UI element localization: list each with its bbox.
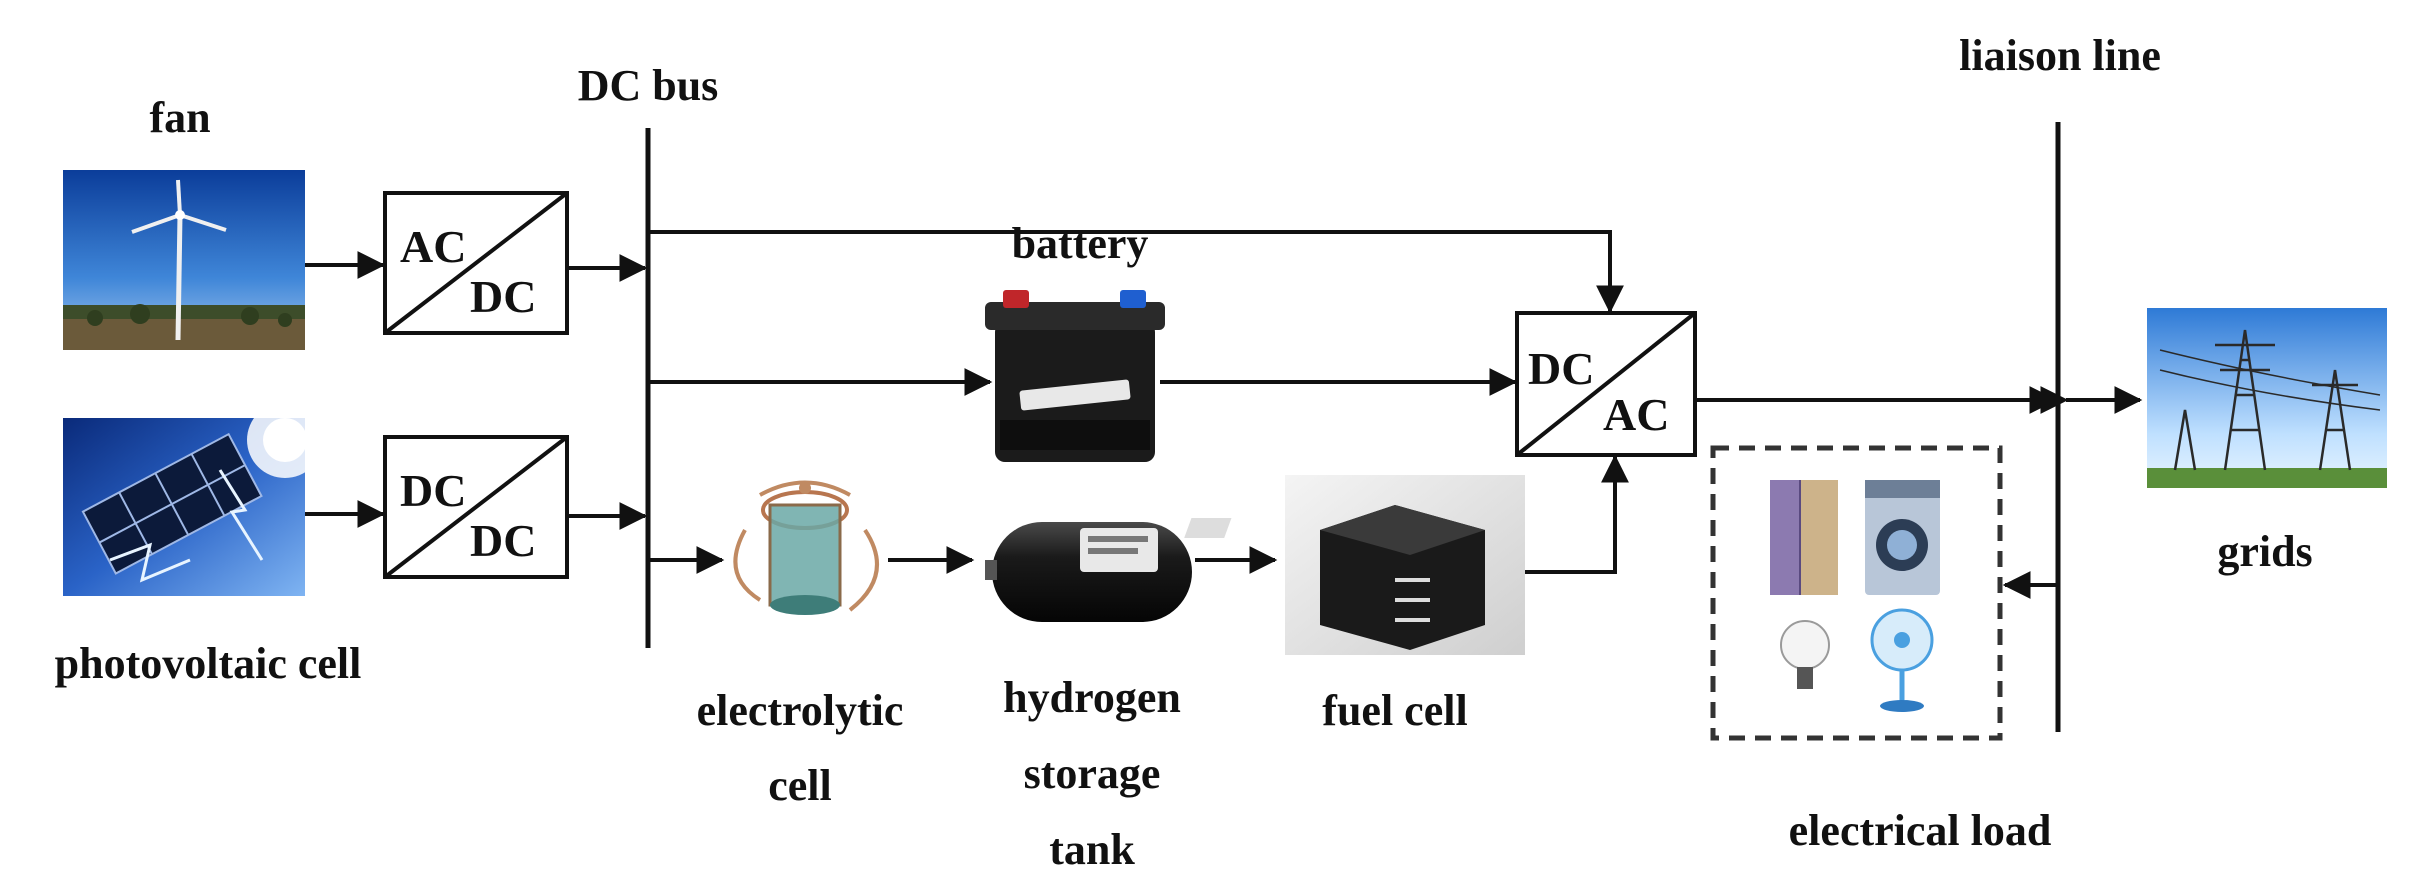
wind-turbine-icon bbox=[63, 170, 305, 350]
fuel-cell-icon bbox=[1184, 475, 1525, 655]
connection-wires bbox=[305, 230, 2143, 599]
electrolytic-cell-label-line1: electrolytic bbox=[697, 686, 904, 735]
light-bulb-icon bbox=[1780, 620, 1830, 689]
dc-bus-label: DC bus bbox=[578, 61, 719, 110]
washing-machine-icon bbox=[1865, 480, 1940, 595]
solar-panel-icon bbox=[63, 402, 323, 596]
ac-dc-converter-bottom: DC bbox=[470, 271, 536, 322]
electric-fan-icon bbox=[1870, 608, 1934, 712]
ac-dc-converter-top: AC bbox=[400, 221, 466, 272]
photovoltaic-cell-label: photovoltaic cell bbox=[55, 639, 362, 688]
electrolytic-cell-label-line2: cell bbox=[768, 761, 832, 810]
grids-label: grids bbox=[2217, 527, 2312, 576]
dc-ac-converter-bottom: AC bbox=[1603, 389, 1669, 440]
dc-dc-converter-bottom: DC bbox=[470, 515, 536, 566]
refrigerator-icon bbox=[1770, 480, 1838, 595]
fan-label: fan bbox=[149, 93, 210, 142]
hydrogen-tank-label-line2: storage bbox=[1024, 749, 1161, 798]
fuel-cell-label: fuel cell bbox=[1322, 686, 1467, 735]
battery-label: battery bbox=[1012, 219, 1149, 268]
liaison-line-label: liaison line bbox=[1959, 31, 2161, 80]
battery-icon bbox=[985, 290, 1165, 462]
dc-ac-converter: DC AC bbox=[1515, 311, 1697, 457]
power-grid-icon bbox=[2147, 308, 2387, 488]
electrical-load-group bbox=[1710, 445, 2003, 741]
electrical-load-label: electrical load bbox=[1789, 806, 2052, 855]
hydrogen-tank-icon bbox=[985, 522, 1192, 622]
hydrogen-tank-label-line3: tank bbox=[1049, 825, 1135, 874]
dc-dc-converter-top: DC bbox=[400, 465, 466, 516]
dc-ac-converter-top: DC bbox=[1528, 343, 1594, 394]
hydrogen-tank-label-line1: hydrogen bbox=[1003, 673, 1181, 722]
ac-dc-converter: AC DC bbox=[383, 191, 569, 335]
dc-dc-converter: DC DC bbox=[383, 435, 569, 579]
electrolytic-cell-icon bbox=[733, 480, 879, 615]
